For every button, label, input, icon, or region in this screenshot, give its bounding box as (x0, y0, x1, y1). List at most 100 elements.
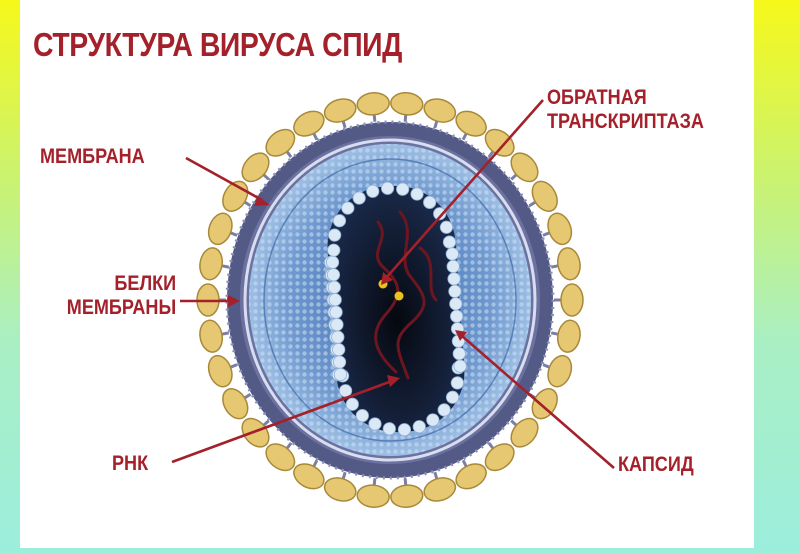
glycoprotein-stalk (262, 173, 270, 181)
leader-line-membrane (185, 156, 263, 202)
glycoprotein-spike (199, 319, 224, 353)
capsid-bead (410, 187, 424, 201)
capsid-bead (445, 390, 460, 404)
capsid-bead (396, 182, 410, 196)
capsid-bead (397, 423, 412, 437)
glycoprotein-spike (510, 417, 539, 448)
capsid-bead (449, 297, 463, 311)
glycoprotein-stalk (550, 264, 559, 269)
capsid-bead (445, 247, 459, 261)
glycoprotein-spike (390, 92, 424, 116)
leader-arrow-membrane-proteins (228, 295, 240, 307)
glycoprotein-stalk (243, 200, 252, 208)
glycoprotein-stalk (285, 150, 293, 159)
glycoprotein-stalk (221, 331, 230, 336)
capsid-bead (433, 207, 447, 221)
glycoprotein-spike (207, 354, 233, 388)
glycoprotein-stalk (487, 441, 495, 450)
glycoprotein-spike (510, 152, 539, 183)
capsid-bead (330, 318, 344, 332)
capsid-bead (412, 420, 426, 434)
glycoprotein-spike (455, 463, 487, 490)
glycoprotein-stalk (433, 120, 439, 129)
glycoprotein-spike (390, 484, 424, 508)
glycoprotein-stalk (403, 478, 408, 486)
glycoprotein-stalk (542, 363, 550, 369)
capsid-bead (332, 355, 347, 369)
glycoprotein-spike (222, 180, 249, 212)
capsid-beads (323, 181, 467, 437)
capsid-bead (426, 413, 440, 427)
glycoprotein-spike (323, 477, 357, 502)
glycoprotein-spike (207, 212, 233, 246)
capsid-bead (331, 330, 345, 344)
glycoprotein-spike (241, 417, 270, 448)
glycoprotein-spike (484, 443, 515, 472)
glycoprotein-spike (293, 463, 325, 490)
glycoprotein-stalk (510, 419, 518, 427)
capsid-bead (382, 422, 396, 436)
label-reverse-transcriptase-line2: ТРАНСКРИПТАЗА (547, 110, 704, 133)
glycoprotein-spike (547, 212, 573, 246)
rna-strands (374, 210, 438, 380)
glycoprotein-stalk (312, 132, 319, 141)
capsid-bead (328, 293, 342, 307)
glycoprotein-spike (560, 283, 584, 317)
capsid-bead (450, 309, 464, 323)
capsid-bead (332, 214, 347, 228)
leader-line-capsid (461, 335, 615, 469)
diagram-title: СТРУКТУРА ВИРУСА СПИД (33, 26, 402, 63)
capsid-bead (450, 376, 464, 390)
glycoprotein-stalk (550, 331, 559, 336)
glycoprotein-stalk (433, 471, 439, 480)
glycoprotein-stalk (221, 264, 230, 269)
capsid-core (323, 181, 467, 437)
glycoprotein-stalk (262, 419, 270, 427)
leader-line-rna (171, 379, 393, 464)
capsid-bead (448, 284, 462, 298)
capsid-bead (332, 342, 346, 357)
capsid-bead (345, 397, 359, 411)
glycoprotein-stalk (461, 132, 468, 141)
capsid-bead (439, 220, 454, 234)
glycoprotein-spike (556, 319, 581, 353)
glycoprotein-spike (241, 152, 270, 183)
glycoprotein-stalk (461, 459, 468, 468)
glycoprotein-spike (531, 180, 558, 212)
glycoprotein-spike (356, 484, 390, 508)
label-reverse-transcriptase-line1: ОБРАТНАЯ (547, 86, 647, 109)
label-reverse-transcriptase: ОБРАТНАЯ ТРАНСКРИПТАЗА (547, 86, 704, 134)
capsid-bead (452, 347, 466, 361)
label-rna: РНК (112, 452, 148, 476)
leader-lines (171, 99, 615, 469)
glycoprotein-stalk (528, 200, 537, 208)
leader-arrow-capsid (455, 330, 467, 341)
glycoprotein-stalk (341, 471, 347, 480)
leader-arrow-membrane (254, 196, 270, 206)
glycoprotein-spike (265, 128, 296, 157)
capsid-bead (366, 184, 380, 198)
glycoprotein-spike (199, 247, 224, 281)
capsid-bead (447, 272, 461, 286)
glycoprotein-stalk (230, 363, 238, 369)
glycoprotein-stalk (403, 114, 408, 122)
glycoprotein-stalk (285, 441, 293, 450)
capsid-bead (453, 359, 467, 373)
glycoprotein-stalk (341, 120, 347, 129)
glycoprotein-spike (323, 98, 357, 123)
capsid-bead (352, 191, 366, 205)
glycoprotein-stalk (510, 173, 518, 181)
capsid-bead (341, 201, 355, 215)
glycoprotein-spike (265, 443, 296, 472)
capsid-bead (442, 235, 457, 249)
glycoprotein-spike (222, 388, 249, 420)
label-rna-text: РНК (112, 452, 149, 475)
capsid-bead (437, 403, 451, 417)
glycoprotein-spike (455, 110, 487, 137)
glycoprotein-stalk (230, 231, 238, 237)
glycoprotein-stalk (372, 114, 377, 122)
leader-line-reverse-transcriptase (385, 99, 544, 279)
glycoprotein-spike (556, 247, 581, 281)
glycoprotein-stalk (243, 392, 252, 400)
